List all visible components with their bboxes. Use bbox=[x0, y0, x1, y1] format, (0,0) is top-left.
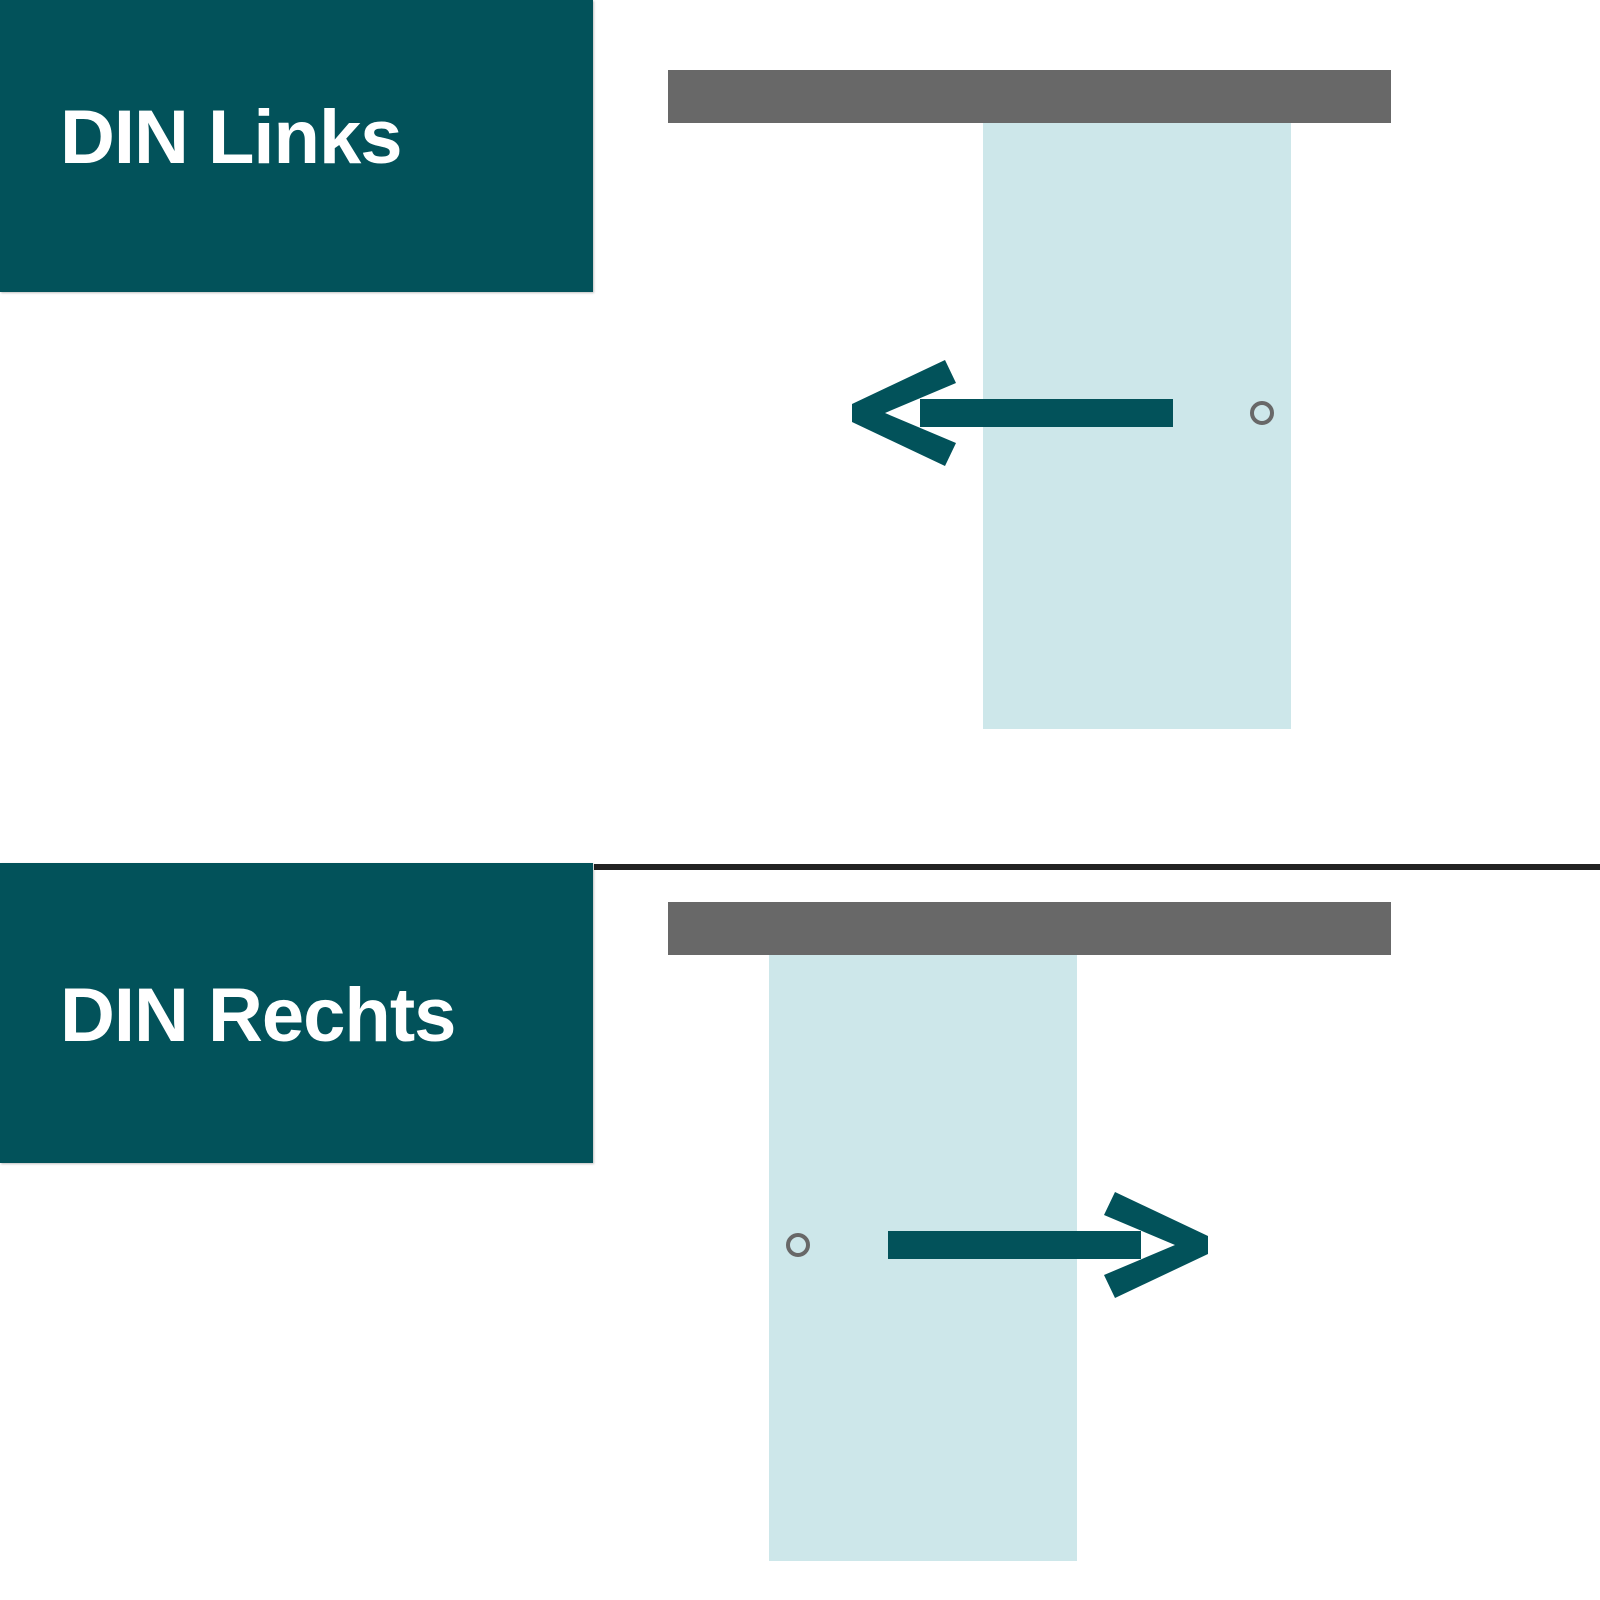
arrow-right-icon bbox=[888, 1192, 1208, 1298]
din-links-rail bbox=[668, 70, 1391, 123]
door-handle-icon bbox=[1250, 401, 1274, 425]
din-links-label: DIN Links bbox=[60, 95, 402, 180]
din-links-label-box: DIN Links bbox=[0, 0, 593, 292]
din-rechts-label: DIN Rechts bbox=[60, 973, 456, 1058]
din-rechts-label-box: DIN Rechts bbox=[0, 863, 593, 1163]
door-handle-icon bbox=[786, 1233, 810, 1257]
section-divider bbox=[594, 864, 1600, 870]
arrow-left-icon bbox=[852, 360, 1173, 466]
din-rechts-rail bbox=[668, 902, 1391, 955]
